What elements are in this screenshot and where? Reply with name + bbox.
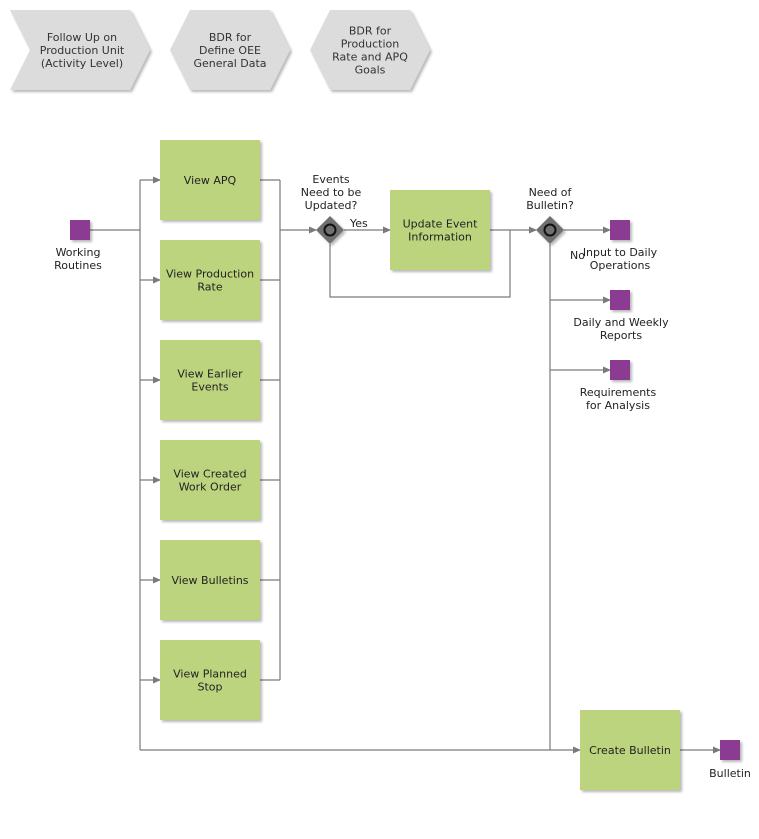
label-line: Goals [355, 64, 386, 77]
activity-create-bulletin[interactable]: Create Bulletin [580, 710, 680, 790]
label-line: Need of [529, 186, 573, 199]
label-line: View Planned [173, 668, 247, 681]
activity-view-bulletins-label: View Bulletins [171, 574, 248, 587]
activity-view-apq[interactable]: View APQ [160, 140, 260, 220]
label-line: Reports [600, 329, 642, 342]
activity-view-apq-label: View APQ [184, 174, 237, 187]
label-line: Events [312, 173, 350, 186]
label-line: BDR for [209, 31, 252, 44]
edge-label-yes: Yes [349, 217, 368, 230]
label-line: Work Order [179, 481, 242, 494]
label-line: View APQ [184, 174, 237, 187]
label-line: Input to Daily [583, 246, 658, 259]
label-line: Working [56, 246, 101, 259]
gateway-diamond [536, 216, 564, 244]
label-line: View Earlier [177, 368, 243, 381]
connector-no-bypass [329, 230, 511, 298]
label-line: Requirements [580, 386, 657, 399]
label-line: General Data [193, 57, 266, 70]
label-line: Rate [197, 281, 222, 294]
label-line: Update Event [403, 218, 479, 231]
gateway-circle-icon [543, 223, 557, 237]
activity-create-bulletin-label: Create Bulletin [589, 744, 671, 757]
label-line: Information [408, 231, 472, 244]
label-line: View Production [166, 268, 254, 281]
label-line: Updated? [305, 199, 358, 212]
label-line: Bulletin [709, 767, 751, 780]
event-square [610, 360, 630, 380]
event-square [720, 740, 740, 760]
label-line: Rate and APQ [332, 51, 408, 64]
label-line: View Bulletins [171, 574, 248, 587]
label-line: (Activity Level) [41, 57, 123, 70]
label-line: Production Unit [40, 44, 125, 57]
event-square [610, 290, 630, 310]
label-line: Stop [197, 681, 222, 694]
label-line: Follow Up on [47, 31, 117, 44]
event-square [610, 220, 630, 240]
label-line: Production [341, 38, 400, 51]
edge-label-no: No [570, 249, 585, 262]
gateway-circle-icon [323, 223, 337, 237]
activity-view-bulletins[interactable]: View Bulletins [160, 540, 260, 620]
label-line: for Analysis [586, 399, 650, 412]
label-line: Create Bulletin [589, 744, 671, 757]
event-bulletin: Bulletin [709, 740, 751, 780]
label-line: Events [191, 381, 229, 394]
event-square [70, 220, 90, 240]
gateway-diamond [316, 216, 344, 244]
label-line: Bulletin? [526, 199, 574, 212]
connectors [90, 176, 721, 754]
label-line: View Created [173, 468, 246, 481]
label-line: Need to be [301, 186, 362, 199]
label-line: Operations [590, 259, 651, 272]
label-line: Daily and Weekly [573, 316, 669, 329]
label-line: Define OEE [199, 44, 261, 57]
event-bulletin-label: Bulletin [709, 767, 751, 780]
label-line: BDR for [349, 25, 392, 38]
label-line: Routines [54, 259, 102, 272]
